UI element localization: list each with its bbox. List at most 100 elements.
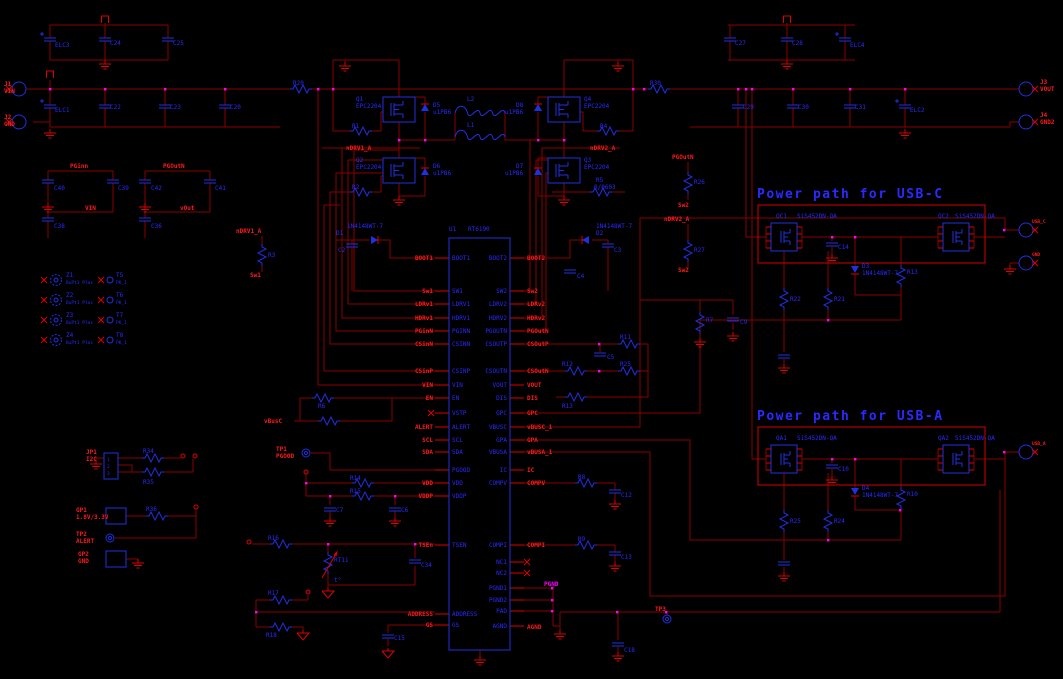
net-label: vOut [180,205,195,212]
ref-des: R11 [620,334,631,341]
usb-c-power-path[interactable] [757,204,1039,374]
part-number: u1PB6 [433,109,451,116]
ref-des: R36 [146,506,157,513]
part-number: SiS452DN-QA [955,435,995,442]
ref-des: C22 [110,104,121,111]
ref-des: TP3 [655,606,666,613]
net-label: COMPV [527,480,545,487]
part-number: SiS452DN-QA [797,213,837,220]
ref-des: R34 [143,448,154,455]
ref-des: C27 [735,40,746,47]
net-label: GND [4,121,15,128]
net-label: BOOT2 [527,255,545,262]
ic-pin-label: IC [500,467,508,474]
net-label: SDA [422,449,433,456]
net-label: HDRv2 [527,315,545,322]
ic-pin-label: CSINP [452,368,470,375]
ref-des: T8 [116,332,124,339]
ref-des: D8 [516,102,524,109]
ic-pin-label: PGND1 [489,585,507,592]
ref-des: C24 [110,40,121,47]
part-value: BuPt1 Plas [66,340,93,346]
net-label: VOUT [527,382,542,389]
main-ic[interactable] [448,237,511,651]
ic-pin-label: ADDRESS [452,611,478,618]
pin-number: 3 [107,471,110,477]
net-label: PGOOD [276,453,294,460]
ic-pin-label: VSTP [452,410,467,417]
ref-des: R9 [578,536,586,543]
ref-des: R4 [600,123,608,130]
ref-des: C15 [394,635,405,642]
ic-pin-label: AGND [493,623,508,630]
ref-des: J3 [1040,79,1048,86]
net-label: CSOutN [527,368,549,375]
ref-des: C2 [338,247,346,254]
ref-des: C31 [855,104,866,111]
net-label: Sw2 [527,288,538,295]
ref-des: GP2 [78,551,89,558]
net-label: GND [78,558,89,565]
ic-pin-label: GPA [496,437,507,444]
ic-pin-label: CSOUTP [485,341,507,348]
net-label: AGND [527,624,542,631]
part-number: u1PB6 [433,170,451,177]
ref-des: C5 [607,354,615,361]
ref-des: C28 [792,40,803,47]
ref-des: R7 [706,317,714,324]
net-label: CSOutP [527,341,549,348]
usb-a-power-path[interactable] [757,426,1039,582]
ref-des: L2 [467,96,475,103]
ref-des: R17 [268,590,279,597]
ref-des: T6 [116,292,124,299]
ref-des: C36 [151,223,162,230]
ref-des: U1 [449,226,457,233]
ref-des: R21 [834,296,845,303]
part-number: 1N4148WT-7 [347,223,384,230]
ref-des: D7 [516,163,524,170]
ref-des: R12 [562,361,573,368]
part-value: 0/0603 [594,184,616,191]
ref-des: R24 [834,518,845,525]
net-label: VDD [422,480,433,487]
ref-des: C23 [170,104,181,111]
ref-des: R25 [790,518,801,525]
ref-des: R3 [268,252,276,259]
net-label: Sw1 [250,272,261,279]
ic-pin-label: VBUSA [489,449,507,456]
net-label: PGND [544,581,559,588]
net-label: IC [527,467,535,474]
net-label: Sw1 [422,288,433,295]
ref-des: R5 [596,177,604,184]
net-label: PGOutN [163,163,185,170]
tsen-address-network[interactable] [246,539,422,659]
part-value: I2C [86,456,97,463]
net-label: PGinN [415,328,433,335]
ic-pin-label: TSEN [452,542,467,549]
wires[interactable] [27,23,1019,656]
ic-pin-label: PAD [496,608,507,615]
ic-pin-label: NC2 [496,570,507,577]
net-label: vBusC [264,418,282,425]
ref-des: TP1 [276,446,287,453]
part-value: PK_1 [116,300,127,306]
ic-pin-label: PGOOD [452,467,470,474]
net-label: VDDP [419,493,434,500]
ref-des: C13 [621,554,632,561]
part-number: EPC2204 [356,103,382,110]
net-label: GND2 [1040,119,1055,126]
ref-des: T7 [116,312,124,319]
net-label: ALERT [76,538,94,545]
ic-pin-label: PGINN [452,328,470,335]
i2c-header-area[interactable] [89,452,199,569]
ref-des: R13 [907,269,918,276]
ref-des: C42 [151,185,162,192]
ref-des: C12 [621,492,632,499]
ic-pin-label: SCL [452,437,463,444]
section-title: Power path for USB-A [757,409,944,424]
net-label: EN [426,395,434,402]
ic-pin-label: VBUSC [489,424,507,431]
